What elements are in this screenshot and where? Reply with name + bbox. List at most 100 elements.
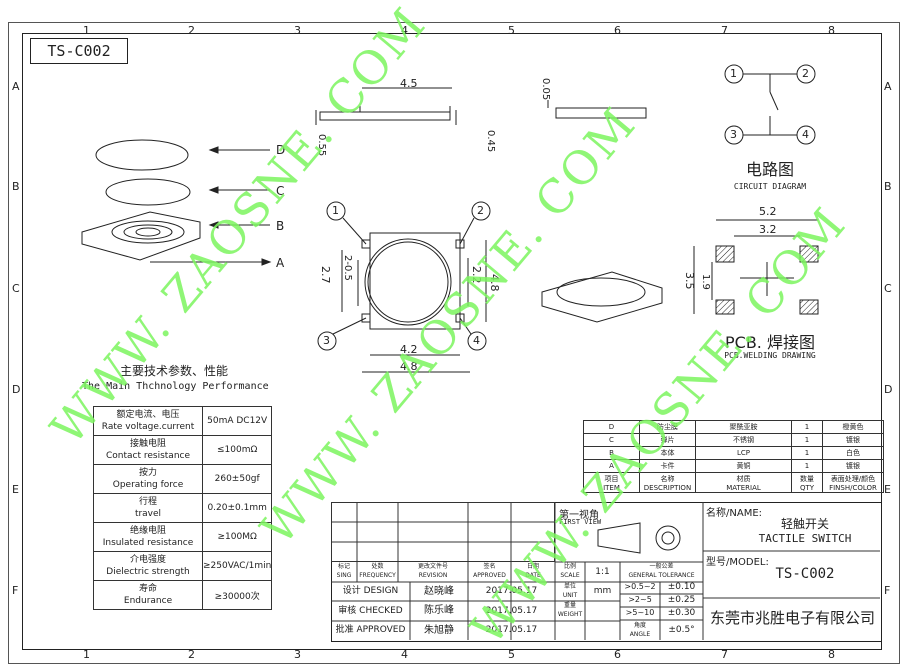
circuit-pin: 1	[730, 67, 737, 80]
first-view-en: FIRST VIEW	[559, 518, 602, 526]
column-marker: 6	[614, 648, 621, 661]
tol-range: >5~10	[625, 608, 655, 617]
layer-d-film	[95, 139, 189, 171]
column-marker: 1	[83, 648, 90, 661]
row-marker: F	[884, 584, 891, 597]
dim-bottom-inner: 4.2	[400, 343, 418, 356]
column-marker: 1	[83, 24, 90, 37]
tol-range: >2~5	[628, 595, 652, 604]
first-view-cn: 第一视角	[559, 510, 599, 521]
row-marker: C	[12, 282, 20, 295]
dim-pcb-top: 5.2	[759, 205, 777, 218]
row-marker: B	[884, 180, 892, 193]
circuit-title-en: CIRCUIT DIAGRAM	[733, 182, 807, 191]
date-approved: 2017.05.17	[485, 625, 538, 635]
name-design: 赵晓峰	[424, 586, 454, 597]
row-marker: E	[12, 483, 19, 496]
tol-range: >0.5~2	[624, 582, 656, 591]
column-marker: 4	[401, 648, 408, 661]
tol-angle: ±0.5°	[668, 625, 695, 635]
tol-value: ±0.25	[667, 595, 696, 605]
layer-label-d: D	[276, 143, 286, 157]
drawing-frame	[22, 33, 882, 650]
date-checked: 2017.05.17	[485, 606, 538, 616]
name-approved: 朱旭静	[424, 625, 454, 636]
layer-c-dome	[105, 178, 191, 206]
row-marker: E	[884, 483, 891, 496]
circuit-pin: 4	[802, 128, 809, 141]
circuit-pin: 2	[802, 67, 809, 80]
pcb-title-cn: PCB. 焊接图	[725, 333, 815, 352]
row-marker: A	[12, 80, 20, 93]
name-label: 名称/NAME:	[706, 508, 763, 519]
outer-border	[8, 22, 900, 664]
circuit-title-cn: 电路图	[745, 160, 794, 179]
dim-right-inner: 2.2	[470, 266, 483, 284]
layer-label-a: A	[276, 256, 285, 270]
pcb-title-en: PCB.WELDING DRAWING	[724, 351, 816, 360]
column-marker: 7	[721, 648, 728, 661]
row-marker: C	[884, 282, 892, 295]
column-marker: 4	[401, 24, 408, 37]
column-marker: 3	[294, 648, 301, 661]
dim-side-right: 0.45	[485, 130, 496, 153]
tol-value: ±0.30	[667, 608, 696, 618]
row-marker: D	[884, 383, 893, 396]
dim-right-outer: 4.8	[488, 274, 501, 292]
name-checked: 陈乐峰	[424, 605, 454, 616]
layer-label-c: C	[276, 184, 285, 198]
row-marker: B	[12, 180, 20, 193]
dim-pcb-left-outer: 3.5	[683, 272, 696, 290]
unit-value: mm	[593, 586, 612, 596]
tol-value: ±0.10	[667, 582, 696, 592]
column-marker: 6	[614, 24, 621, 37]
dim-inner-offset: 2-0.5	[342, 255, 353, 281]
role-approved: 批准 APPROVED	[335, 625, 406, 635]
row-marker: A	[884, 80, 892, 93]
role-design: 设计 DESIGN	[342, 586, 399, 596]
column-marker: 8	[828, 24, 835, 37]
role-checked: 审核 CHECKED	[338, 606, 403, 616]
performance-title-cn: 主要技术参数、性能	[120, 364, 229, 378]
row-marker: F	[12, 584, 19, 597]
pin-label: 2	[477, 204, 484, 217]
product-name-en: TACTILE SWITCH	[758, 532, 852, 545]
circuit-pin: 3	[730, 128, 737, 141]
dim-body-height: 2.7	[319, 266, 332, 284]
dim-thin: 0.05	[540, 78, 551, 101]
layer-label-b: B	[276, 219, 285, 233]
pin-label: 1	[332, 204, 339, 217]
pin-label: 4	[473, 334, 480, 347]
model-label: 型号/MODEL:	[706, 557, 769, 568]
column-marker: 7	[721, 24, 728, 37]
performance-title-en: The Main Thchnology Performance	[82, 381, 269, 392]
product-name-cn: 轻触开关	[780, 517, 829, 531]
title-block	[331, 502, 882, 642]
drawing-code: TS-C002	[30, 38, 128, 64]
dim-top-width: 4.5	[400, 77, 418, 90]
column-marker: 2	[188, 648, 195, 661]
row-marker: D	[12, 383, 21, 396]
scale-value: 1:1	[595, 567, 610, 577]
column-marker: 2	[188, 24, 195, 37]
company-name: 东莞市兆胜电子有限公司	[709, 609, 875, 627]
column-marker: 8	[828, 648, 835, 661]
